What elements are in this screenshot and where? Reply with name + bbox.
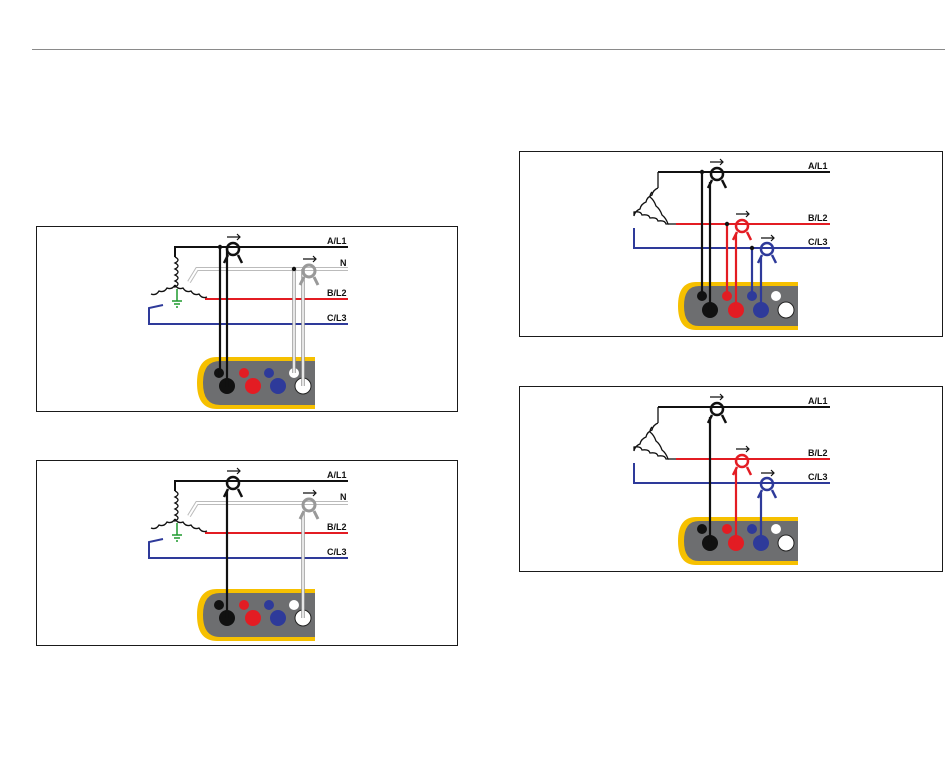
ground-icon — [172, 523, 182, 541]
clamp-a-icon — [227, 243, 239, 255]
delta-2element-svg: A/L1 B/L2 C/L3 — [520, 387, 942, 571]
jack-b-small — [239, 368, 249, 378]
clamp-a-icon — [227, 477, 239, 489]
label-b: B/L2 — [808, 448, 828, 458]
label-c: C/L3 — [808, 237, 828, 247]
label-a: A/L1 — [327, 470, 347, 480]
diagram-wye-1element: A/L1 N B/L2 C/L3 — [36, 460, 458, 646]
jack-c-small — [264, 368, 274, 378]
label-a: A/L1 — [808, 161, 828, 171]
delta-3element-svg: A/L1 B/L2 C/L3 — [520, 152, 942, 336]
label-a: A/L1 — [327, 236, 347, 246]
clamp-b-icon — [736, 455, 748, 467]
line-c — [149, 305, 348, 324]
wye-1element-svg: A/L1 N B/L2 C/L3 — [37, 461, 457, 645]
label-n: N — [340, 492, 347, 502]
clamp-a-icon — [711, 403, 723, 415]
label-b: B/L2 — [808, 213, 828, 223]
label-c: C/L3 — [327, 313, 347, 323]
label-a: A/L1 — [808, 396, 828, 406]
delta-source-icon — [634, 423, 668, 459]
clamp-b-icon — [736, 220, 748, 232]
diagram-delta-2element: A/L1 B/L2 C/L3 — [519, 386, 943, 572]
label-n: N — [340, 258, 347, 268]
diagram-wye-3phase: A/L1 N B/L2 C/L3 — [36, 226, 458, 412]
label-b: B/L2 — [327, 288, 347, 298]
header-rule — [32, 49, 945, 50]
delta-source-icon — [634, 188, 668, 224]
label-c: C/L3 — [327, 547, 347, 557]
wye-3phase-svg: A/L1 N B/L2 C/L3 — [37, 227, 457, 411]
jack-c-large — [270, 378, 286, 394]
label-c: C/L3 — [808, 472, 828, 482]
clamp-a-icon — [711, 168, 723, 180]
arrow-a-icon — [227, 234, 240, 240]
diagram-delta-3element: A/L1 B/L2 C/L3 — [519, 151, 943, 337]
jack-b-large — [245, 378, 261, 394]
ground-icon — [172, 289, 182, 307]
label-b: B/L2 — [327, 522, 347, 532]
line-a — [175, 247, 348, 257]
